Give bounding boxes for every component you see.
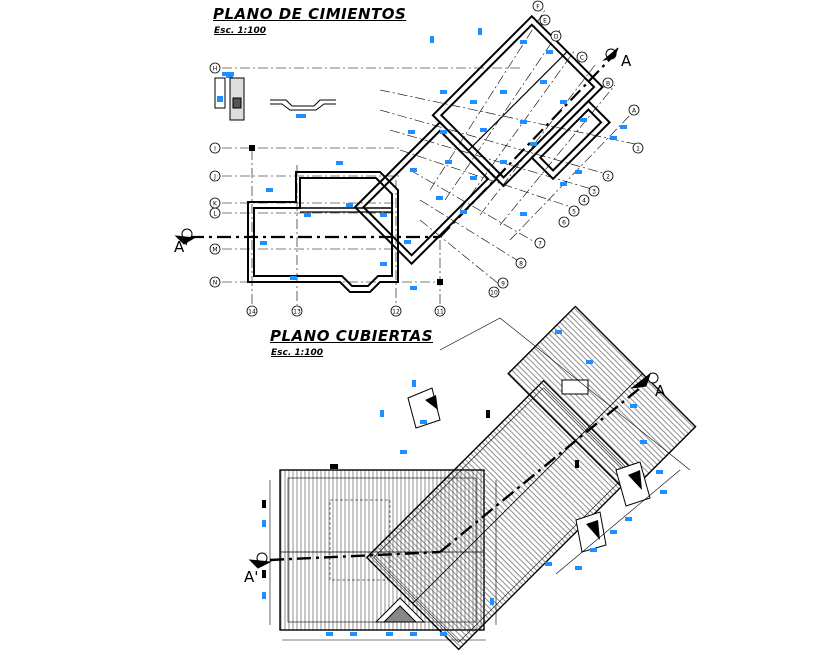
- foundation-plan-title: PLANO DE CIMIENTOS: [213, 5, 407, 23]
- axis-label-left: M: [212, 247, 217, 254]
- axis-label-diag: F: [536, 4, 540, 11]
- axis-label-diag: 9: [501, 281, 505, 288]
- axis-label-diag: 10: [490, 290, 498, 297]
- axis-label-diag: 5: [572, 209, 576, 216]
- axis-label-left: L: [213, 211, 217, 218]
- section-mark-a-roof: A: [655, 382, 666, 400]
- section-mark-a-prime: A': [174, 238, 189, 256]
- axis-label-left: I: [214, 146, 216, 153]
- axis-label-diag: 1: [636, 146, 640, 153]
- axis-label-diag: A: [632, 108, 637, 115]
- axis-label-bottom: 11: [436, 309, 444, 316]
- axis-label-diag: 4: [582, 198, 586, 205]
- foundation-plan-scale: Esc. 1:100: [214, 26, 267, 36]
- axis-label-left: J: [213, 174, 216, 181]
- axis-label-diag: 6: [562, 220, 566, 227]
- section-mark-a-prime-roof: A': [244, 568, 259, 586]
- axis-label-diag: D: [554, 34, 559, 41]
- axis-label-bottom: 14: [248, 309, 256, 316]
- axis-label-diag: 3: [592, 189, 596, 196]
- axis-label-diag: 2: [606, 174, 610, 181]
- axis-label-left: N: [213, 280, 218, 287]
- axis-label-left: H: [213, 66, 218, 73]
- roof-plan: [248, 305, 697, 651]
- axis-label-diag: 8: [519, 261, 523, 268]
- axis-label-diag: E: [543, 18, 547, 25]
- axis-label-diag: C: [580, 55, 584, 62]
- roof-plan-title: PLANO CUBIERTAS: [270, 327, 433, 345]
- axis-label-left: K: [213, 201, 218, 208]
- foundation-plan: H I J K L M N 14 13 12 11: [174, 0, 644, 317]
- axis-label-diag: 7: [538, 241, 542, 248]
- section-mark-a: A: [621, 52, 632, 70]
- roof-plan-scale: Esc. 1:100: [271, 348, 324, 358]
- axis-label-bottom: 12: [392, 309, 400, 316]
- axis-label-diag: B: [606, 81, 610, 88]
- axis-label-bottom: 13: [293, 309, 301, 316]
